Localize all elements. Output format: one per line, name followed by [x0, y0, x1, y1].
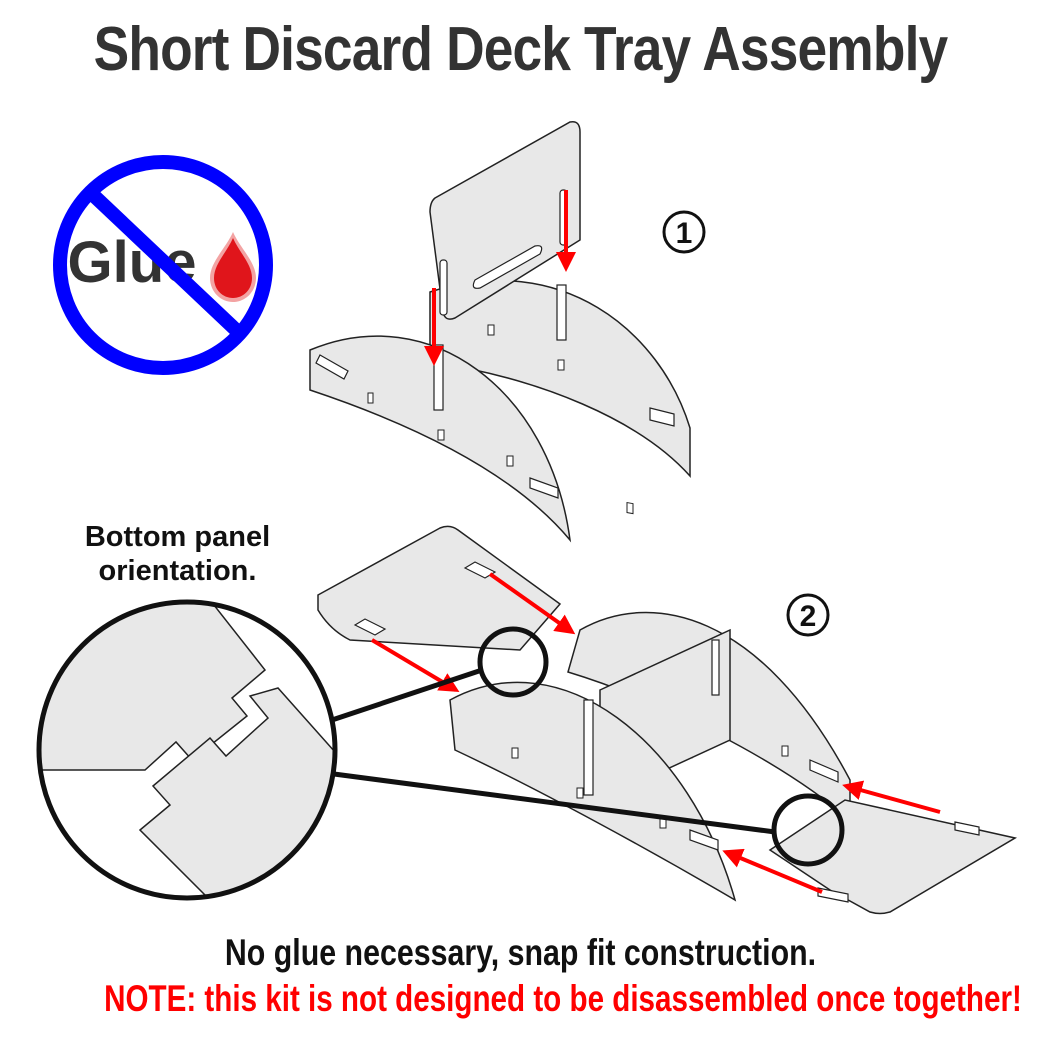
svg-text:1: 1 [676, 217, 693, 250]
zoom-connector-1 [331, 667, 483, 723]
detail-circle-1 [477, 626, 549, 698]
svg-text:2: 2 [800, 600, 817, 633]
step-2-diagram [317, 525, 1018, 915]
zoom-connector-2 [333, 771, 776, 835]
glue-drop-icon [210, 232, 256, 302]
slide-arrow-3 [842, 780, 941, 814]
no-glue-icon: Glue [53, 155, 273, 375]
prohibition-circle [53, 155, 273, 375]
bottom-panel-label: Bottom panel orientation. [60, 520, 295, 588]
side-wall-back [429, 279, 691, 478]
step-1-badge: 1 [662, 210, 706, 254]
bottom-panel-top [317, 525, 562, 651]
zoom-detail [36, 599, 338, 901]
step-1-diagram [309, 120, 691, 543]
bottom-panel-bottom [768, 799, 1018, 915]
divider-panel [429, 120, 581, 320]
page-title: Short Discard Deck Tray Assembly [93, 15, 949, 84]
step-2-badge: 2 [786, 593, 830, 637]
bottom-panel-label-line1: Bottom panel [84, 521, 271, 553]
prohibition-slash [85, 186, 241, 336]
warning-note: NOTE: this kit is not designed to be dis… [104, 978, 1022, 1019]
bottom-panel-label-line2: orientation. [98, 555, 257, 587]
slide-arrow-1 [488, 572, 576, 635]
slide-arrow-4 [722, 848, 823, 894]
info-note: No glue necessary, snap fit construction… [224, 932, 817, 973]
